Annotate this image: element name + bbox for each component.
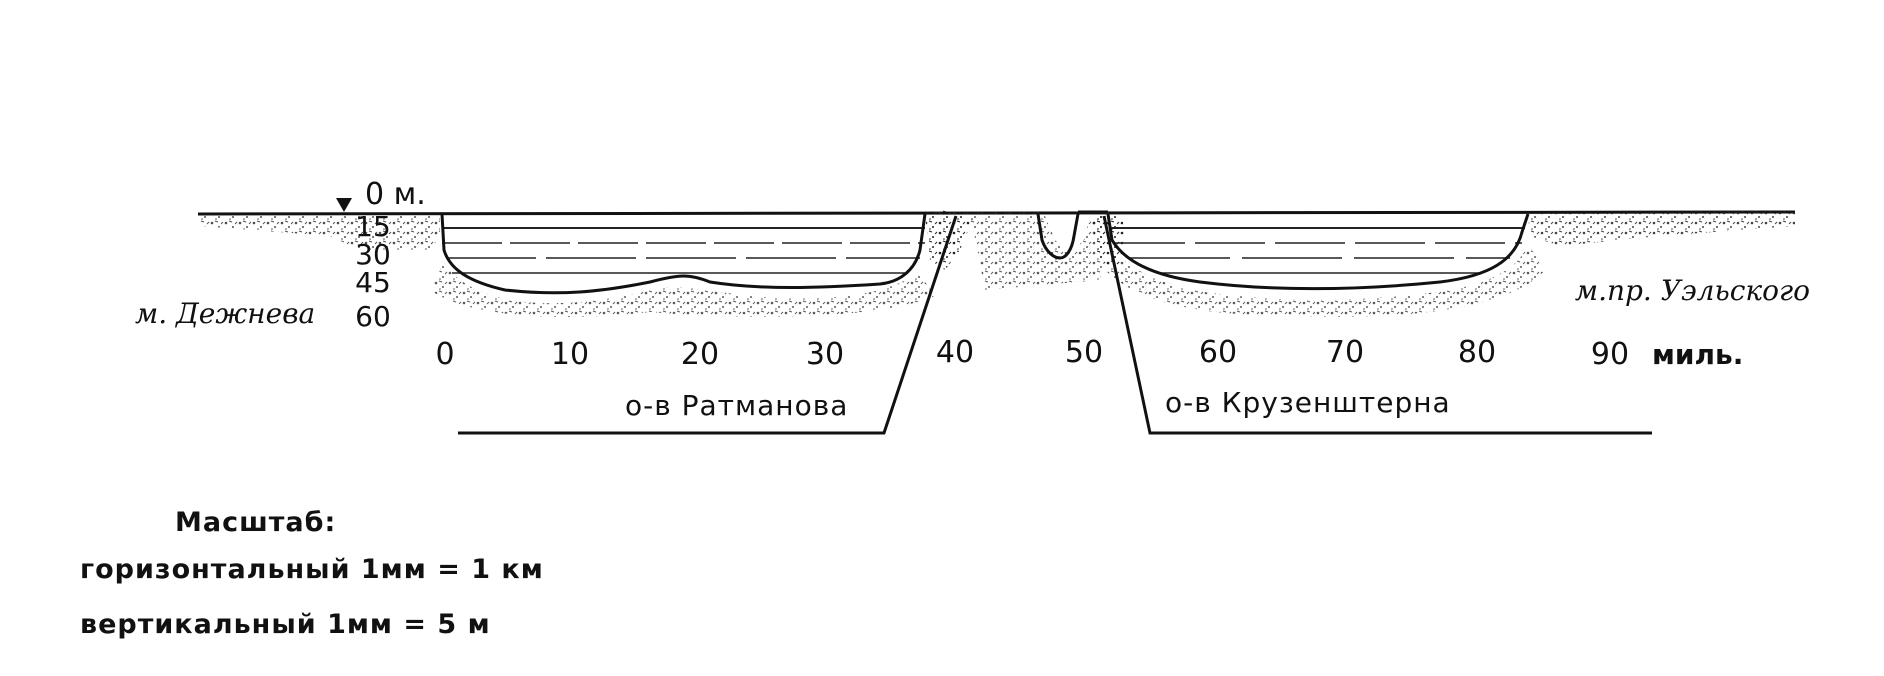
horizontal-scale-text: горизонтальный 1мм = 1 км (80, 554, 544, 585)
depth-label: 45 (355, 266, 391, 299)
distance-tick: 20 (681, 337, 719, 372)
ratmanov-pointer-line (458, 215, 958, 435)
depth-label: 15 (355, 210, 391, 243)
distance-tick: 40 (936, 335, 974, 370)
left-shore-ground (200, 214, 440, 250)
distance-tick: 0 (435, 337, 454, 372)
distance-tick: 90 (1591, 337, 1629, 372)
strait-channel (1036, 213, 1080, 260)
vertical-scale-text: вертикальный 1мм = 5 м (80, 609, 491, 640)
depth-label: 60 (355, 300, 391, 333)
distance-unit-label: миль. (1652, 338, 1743, 371)
kruzenshtern-pointer-line (1102, 215, 1652, 435)
right-shore-ground (1528, 210, 1795, 246)
distance-tick: 70 (1326, 335, 1364, 370)
depth-labels: 15 30 45 60 (355, 210, 391, 333)
west-basin-seabed (440, 213, 927, 295)
scale-legend-title: Масштаб: (175, 507, 336, 538)
distance-tick: 50 (1065, 335, 1103, 370)
cape-left-label: м. Дежнева (135, 297, 315, 330)
surface-marker-icon (336, 198, 352, 212)
depth-label: 30 (355, 238, 391, 271)
ratmanov-island-ground (925, 210, 975, 270)
cape-right-label: м.пр. Уэльского (1575, 274, 1810, 307)
distance-tick: 30 (806, 337, 844, 372)
west-basin (430, 213, 935, 317)
distance-tick: 10 (551, 337, 589, 372)
island-1-label: о-в Ратманова (625, 389, 848, 422)
island-2-label: о-в Крузенштерна (1165, 386, 1451, 419)
east-basin (1105, 213, 1545, 317)
scale-legend: Масштаб: горизонтальный 1мм = 1 км верти… (80, 507, 544, 640)
east-basin-seabed (1106, 213, 1530, 291)
distance-tick: 80 (1458, 335, 1496, 370)
surface-label: 0 м. (365, 177, 426, 212)
distance-tick: 60 (1199, 335, 1237, 370)
inter-island-strait (970, 210, 1110, 290)
distance-axis-ticks: 0 10 20 30 40 50 60 70 80 90 миль. (435, 335, 1743, 372)
